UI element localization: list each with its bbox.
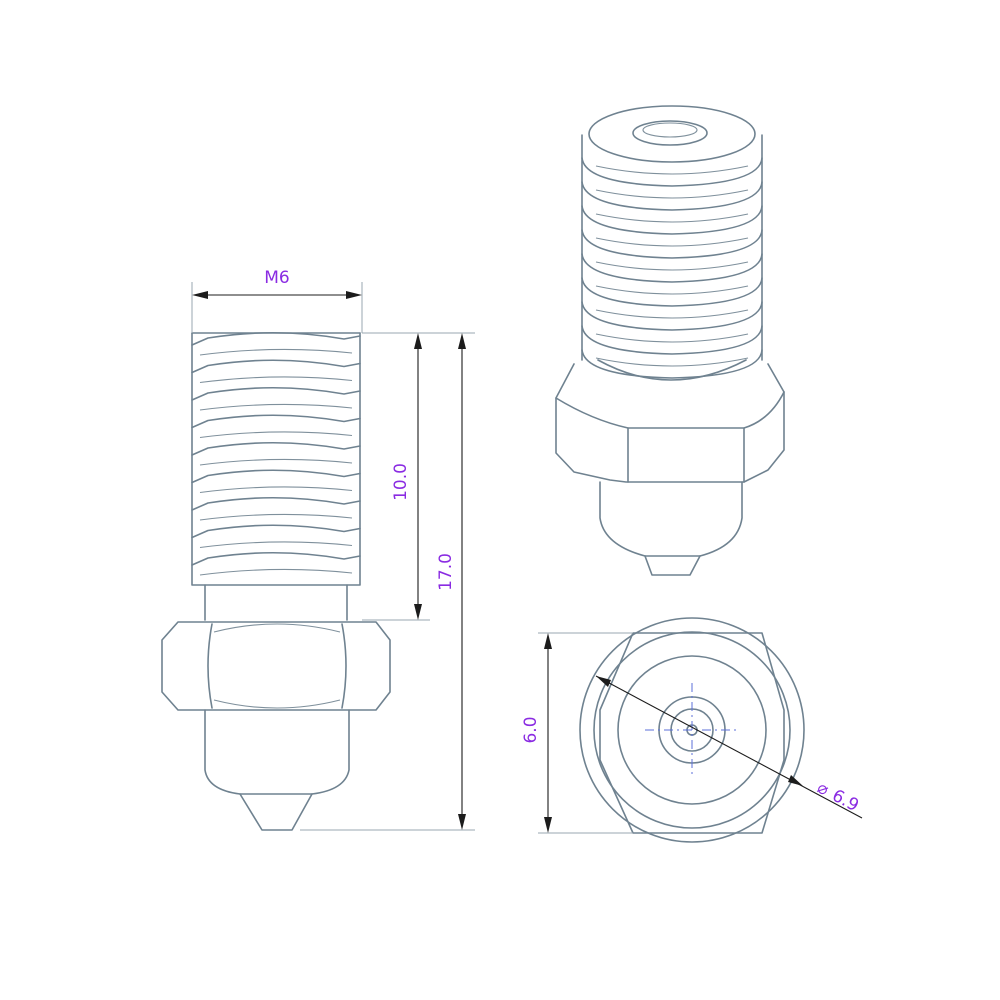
dimension-m6: M6: [191, 268, 363, 333]
dimension-hex-flats: 6.0: [521, 632, 633, 834]
thread-root: [199, 431, 353, 439]
center-lines: [645, 683, 740, 777]
thread-crest: [191, 496, 361, 511]
iso-thread-ring-inner: [595, 261, 749, 271]
iso-thread-ring: [581, 325, 763, 355]
iso-thread-ring: [581, 253, 763, 283]
bottom-view: [579, 617, 805, 843]
iso-thread-ring-inner: [595, 309, 749, 319]
iso-thread-ring: [581, 349, 763, 379]
thread-length-label: 10.0: [391, 463, 411, 501]
iso-thread: [581, 105, 763, 379]
hex-corners-label: 6.9: [829, 786, 862, 816]
thread-root: [199, 458, 353, 466]
iso-thread-ring: [581, 205, 763, 235]
thread-section: [191, 331, 361, 586]
total-length-label: 17.0: [436, 553, 456, 591]
iso-thread-ring-inner: [595, 165, 749, 175]
thread-crest: [191, 359, 361, 374]
iso-thread-ring-inner: [595, 285, 749, 295]
dimension-thread-length: 10.0: [362, 332, 475, 621]
isometric-view: [555, 105, 785, 576]
thread-crest: [191, 386, 361, 401]
diameter-symbol: ⌀: [814, 778, 832, 800]
hex-flats-label: 6.0: [521, 716, 541, 743]
thread-crest: [191, 524, 361, 539]
side-view: [161, 331, 391, 831]
iso-thread-ring-inner: [595, 189, 749, 199]
dimension-hex-corners: ⌀ 6.9: [595, 675, 863, 819]
iso-thread-ring-inner: [595, 237, 749, 247]
thread-crest: [191, 469, 361, 484]
hex-body: [161, 621, 391, 711]
iso-hex: [555, 359, 785, 483]
thread-root: [199, 568, 353, 576]
thread-size-label: M6: [264, 268, 289, 288]
iso-thread-ring: [581, 277, 763, 307]
thread-root: [199, 403, 353, 411]
iso-tip: [599, 481, 743, 576]
nozzle-tip: [204, 709, 350, 831]
iso-thread-ring: [581, 229, 763, 259]
iso-thread-ring: [581, 181, 763, 211]
thread-crest: [191, 331, 361, 346]
thread-lines: [191, 331, 361, 576]
thread-crest: [191, 551, 361, 566]
iso-thread-rings: [581, 157, 763, 379]
iso-thread-ring-inner: [595, 357, 749, 367]
thread-root: [199, 541, 353, 549]
thread-crest: [191, 414, 361, 429]
bottom-hex: [599, 632, 785, 834]
dimension-total-length: 17.0: [300, 333, 475, 831]
iso-thread-ring: [581, 301, 763, 331]
iso-thread-ring: [581, 157, 763, 187]
thread-root: [199, 376, 353, 384]
iso-thread-ring-inner: [595, 333, 749, 343]
thread-crest: [191, 441, 361, 456]
thread-relief: [204, 584, 348, 621]
hex-corner-circle: [579, 617, 805, 843]
thread-root: [199, 513, 353, 521]
thread-root: [199, 486, 353, 494]
thread-root: [199, 348, 353, 356]
iso-thread-ring-inner: [595, 213, 749, 223]
